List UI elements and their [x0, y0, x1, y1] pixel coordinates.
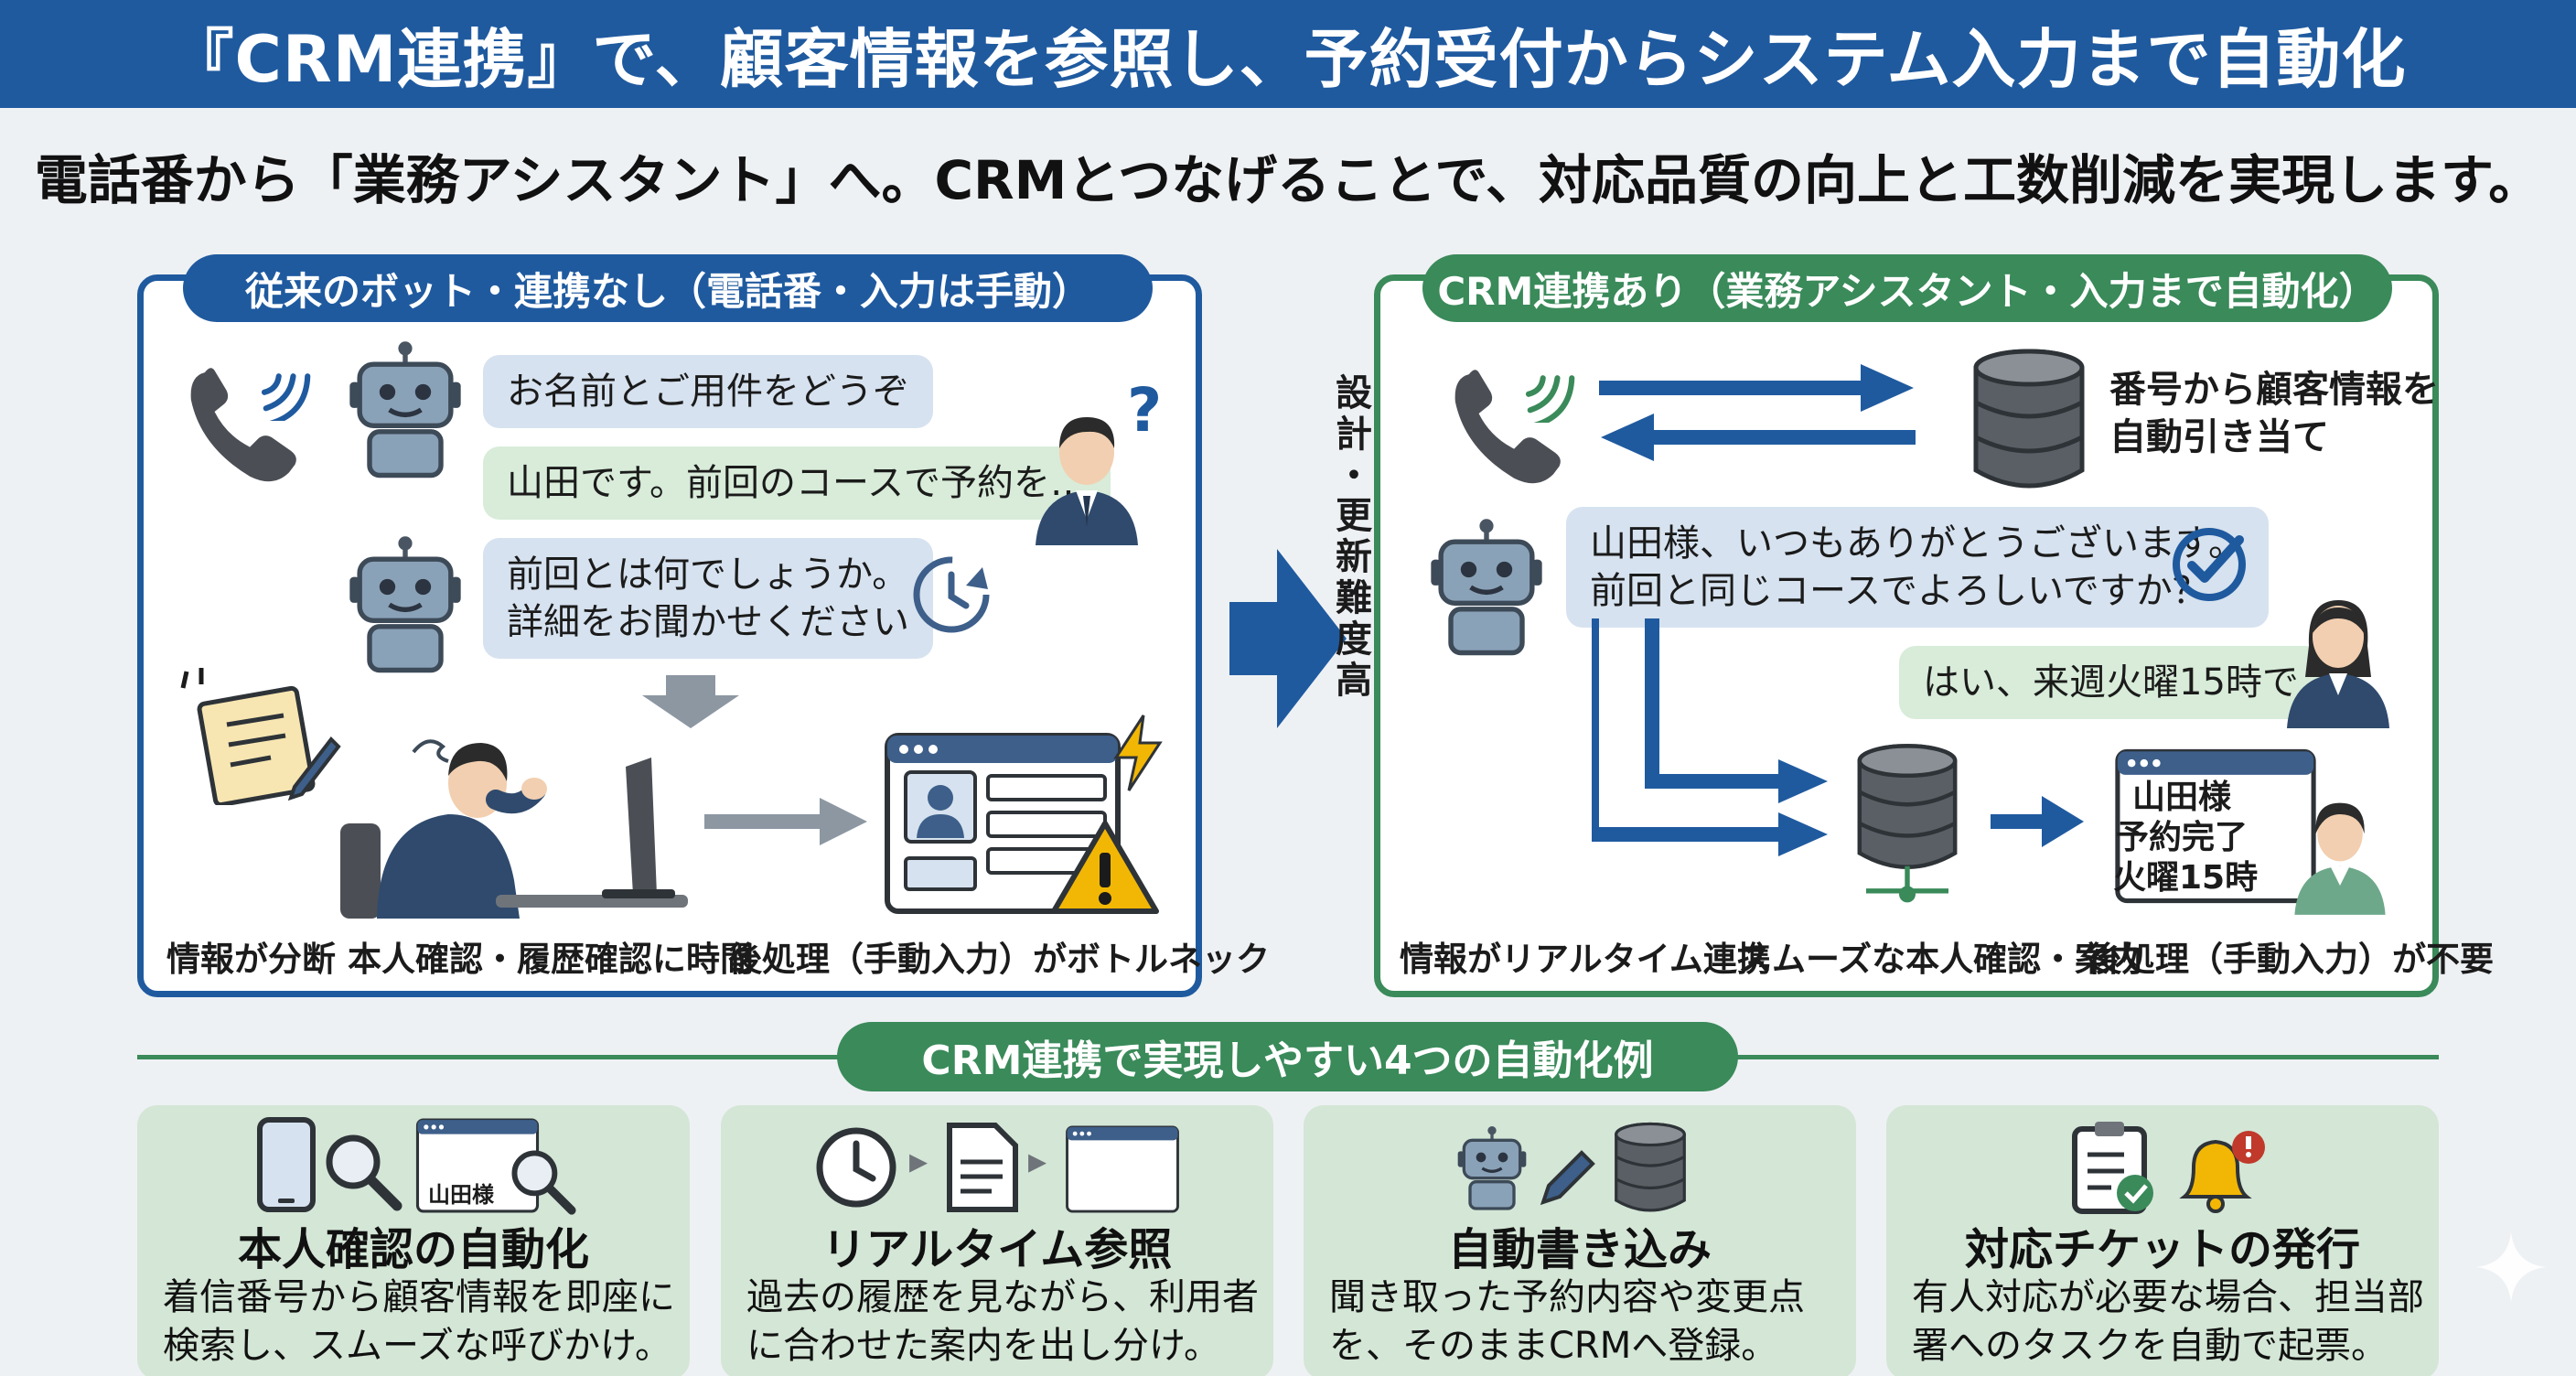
crm-server-icon — [1857, 744, 1958, 903]
bot-personalized-bubble: 山田様、いつもありがとうございます。 前回と同じコースでよろしいですか？ — [1566, 507, 2269, 628]
auto-lookup-note: 番号から顧客情報を 自動引き当て — [2109, 366, 2439, 461]
transition-arrow-icon — [1229, 549, 1347, 728]
bot-personalized-line-2: 前回と同じコースでよろしいですか？ — [1590, 570, 2209, 612]
robot-icon — [346, 535, 465, 674]
robot-icon — [1427, 518, 1546, 657]
booking-customer-name: 山田様 — [2131, 779, 2231, 816]
example-title: 自動書き込み — [1447, 1224, 1712, 1275]
data-flow-arrows-icon — [1592, 618, 1828, 856]
example-description-line: に合わせた案内を出し分け。 — [746, 1325, 1220, 1368]
database-icon — [1609, 1120, 1691, 1215]
record-bar-icon — [904, 856, 977, 891]
memo-pen-icon — [180, 668, 341, 805]
legacy-caption-fragmented: 情報が分断 — [166, 940, 336, 979]
clock-history-icon — [913, 556, 990, 633]
legacy-panel-label: 従来のボット・連携なし（電話番・入力は手動） — [183, 254, 1153, 322]
bot-greeting-bubble: お名前とご用件をどうぞ — [483, 355, 933, 428]
example-title: リアルタイム参照 — [821, 1224, 1173, 1275]
stressed-operator-icon — [340, 739, 688, 919]
example-description-line: 有人対応が必要な場合、担当部 — [1912, 1276, 2424, 1318]
sparkle-icon — [2476, 1232, 2546, 1302]
clipboard-check-icon — [2072, 1122, 2153, 1214]
legacy-caption-manual-bottleneck: 後処理（手動入力）がボトルネック — [728, 940, 1270, 979]
example-description-line: 検索し、スムーズな呼びかけ。 — [163, 1325, 671, 1368]
booking-confirmation-text: 山田様 予約完了 火曜15時 — [2113, 778, 2259, 898]
bot-personalized-line-1: 山田様、いつもありがとうございます。 — [1590, 522, 2245, 564]
robot-icon — [346, 340, 465, 479]
note-char: 高 — [1336, 659, 1372, 702]
example-description: 着信番号から顧客情報を即座に 検索し、スムーズな呼びかけ。 — [163, 1274, 675, 1371]
example-description-line: 過去の履歴を見ながら、利用者 — [746, 1276, 1259, 1318]
clock-icon — [816, 1127, 896, 1208]
record-fields-icon — [986, 774, 1107, 875]
example-description: 過去の履歴を見ながら、利用者 に合わせた案内を出し分け。 — [746, 1274, 1259, 1371]
caller-reply-bubble: 山田です。前回のコースで予約を… — [483, 446, 1111, 520]
auto-lookup-line-1: 番号から顧客情報を — [2109, 369, 2439, 411]
signal-waves-icon — [1522, 349, 1586, 423]
bell-alert-icon — [2179, 1131, 2265, 1213]
right-arrow-icon — [704, 798, 867, 845]
note-char: 難 — [1336, 576, 1372, 619]
bot-question-bubble: 前回とは何でしょうか。 詳細をお聞かせください — [483, 538, 933, 659]
examples-heading: CRM連携で実現しやすい4つの自動化例 — [837, 1022, 1738, 1091]
magnifier-icon — [511, 1150, 576, 1215]
robot-icon — [1455, 1125, 1529, 1211]
chevron-right-icon: ▸ — [909, 1140, 928, 1182]
booking-status: 予約完了 — [2115, 818, 2248, 856]
crm-database-icon — [1965, 346, 2093, 492]
example-card-auto-write: 自動書き込み 聞き取った予約内容や変更点 を、そのままCRMへ登録。 — [1304, 1105, 1856, 1376]
caller-booking-bubble: はい、来週火曜15時で — [1899, 646, 2323, 719]
example-card-realtime: ▸ ▸ リアルタイム参照 過去の履歴を見ながら、利用者 に合わせた案内を出し分け… — [721, 1105, 1273, 1376]
profile-window-icon — [1063, 1125, 1182, 1213]
example-description-line: 聞き取った予約内容や変更点 — [1329, 1276, 1805, 1318]
document-icon — [947, 1123, 1018, 1212]
auto-lookup-line-2: 自動引き当て — [2109, 416, 2329, 458]
example-description-line: 着信番号から顧客情報を即座に — [163, 1276, 675, 1318]
pencil-icon — [1540, 1150, 1595, 1206]
example-title: 本人確認の自動化 — [237, 1224, 589, 1275]
note-char: 新 — [1336, 536, 1372, 579]
example-description-line: を、そのままCRMへ登録。 — [1329, 1325, 1778, 1368]
crm-panel-label: CRM連携あり（業務アシスタント・入力まで自動化） — [1422, 254, 2392, 322]
forward-arrow-icon — [1991, 796, 2084, 847]
down-arrow-icon — [642, 675, 739, 728]
example-card-identity: 山田様 本人確認の自動化 着信番号から顧客情報を即座に 検索し、スムーズな呼びか… — [137, 1105, 690, 1376]
bot-question-line-2: 詳細をお聞かせください — [507, 601, 909, 643]
chevron-right-icon: ▸ — [1028, 1140, 1047, 1182]
question-mark-icon: ? — [1127, 375, 1163, 446]
example-title: 対応チケットの発行 — [1964, 1224, 2360, 1275]
crm-caption-realtime: 情報がリアルタイム連携 — [1400, 940, 1771, 979]
booking-time: 火曜15時 — [2113, 858, 2259, 897]
page-subtitle: 電話番から「業務アシスタント」へ。CRMとつなげることで、対応品質の向上と工数削… — [34, 149, 2542, 211]
crm-caption-smooth-verification: スムーズな本人確認・案内 — [1738, 940, 2143, 979]
design-difficulty-note: 設 計 ・ 更 新 難 度 高 — [1331, 373, 1377, 701]
warning-icon — [1051, 821, 1159, 914]
example-description-line: 署へのタスクを自動で起票。 — [1912, 1325, 2388, 1368]
page-title: 『CRM連携』で、顧客情報を参照し、予約受付からシステム入力まで自動化 — [0, 0, 2576, 108]
signal-waves-icon — [258, 348, 322, 421]
check-circle-icon — [2173, 528, 2246, 601]
note-char: ・ — [1336, 454, 1372, 497]
customer-woman-icon — [2274, 582, 2402, 728]
smartphone-icon — [257, 1117, 316, 1212]
crm-caption-no-manual-entry: 後処理（手動入力）が不要 — [2088, 940, 2494, 979]
example-description: 聞き取った予約内容や変更点 を、そのままCRMへ登録。 — [1329, 1274, 1841, 1371]
note-char: 設 — [1336, 372, 1372, 414]
note-char: 度 — [1336, 618, 1372, 661]
bot-question-line-1: 前回とは何でしょうか。 — [507, 554, 909, 596]
profile-window-name: 山田様 — [428, 1182, 494, 1208]
example-card-ticket: 対応チケットの発行 有人対応が必要な場合、担当部 署へのタスクを自動で起票。 — [1886, 1105, 2439, 1376]
record-avatar-icon — [904, 770, 977, 844]
note-char: 計 — [1336, 413, 1372, 456]
operator-smiling-icon — [2283, 783, 2397, 917]
sync-arrows-icon — [1599, 364, 1916, 461]
legacy-caption-slow-verification: 本人確認・履歴確認に時間 — [348, 940, 754, 979]
magnifier-icon — [326, 1134, 402, 1211]
example-description: 有人対応が必要な場合、担当部 署へのタスクを自動で起票。 — [1912, 1274, 2424, 1371]
note-char: 更 — [1336, 495, 1372, 538]
lightning-icon — [1113, 715, 1163, 791]
